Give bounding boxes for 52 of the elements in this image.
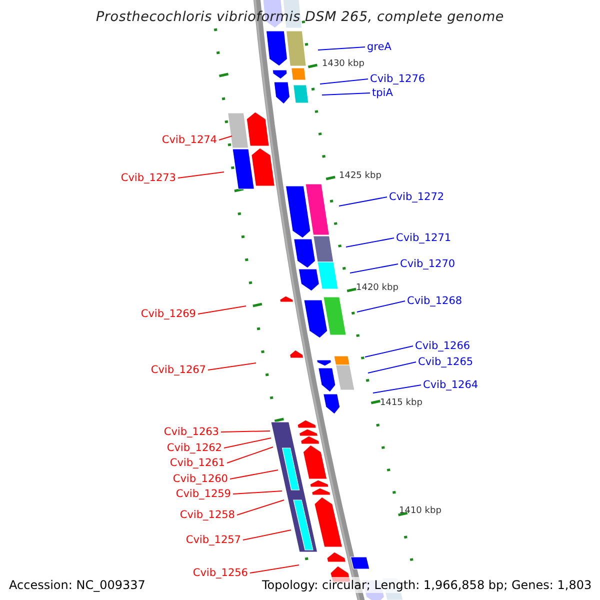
gene-label: Cvib_1258 (180, 508, 235, 522)
leader-line (320, 78, 368, 84)
gene-label: Cvib_1271 (396, 231, 452, 245)
gene-label: Cvib_1259 (176, 487, 231, 501)
scale-label: 1415 kbp (380, 397, 422, 409)
leader-line (208, 362, 256, 370)
leader-line (346, 238, 394, 248)
gene-label: Cvib_1263 (164, 425, 219, 439)
scale-label: 1425 kbp (339, 170, 382, 182)
leader-line (224, 438, 272, 448)
gene-label: Cvib_1272 (389, 190, 444, 204)
leader-line (218, 136, 232, 140)
leader-line (250, 564, 300, 574)
leader-line (338, 196, 388, 206)
leader-line (350, 264, 398, 274)
leader-line (242, 530, 292, 540)
leader-line (232, 490, 282, 494)
leader-line (230, 470, 278, 480)
scale-label: 1420 kbp (356, 282, 398, 294)
gene-label: Cvib_1274 (162, 133, 217, 147)
gene-label: Cvib_1262 (166, 441, 222, 455)
leader-line (220, 430, 270, 432)
gene-label: Cvib_1268 (407, 294, 462, 308)
gene-label: Cvib_1266 (415, 339, 470, 353)
scale-label: 1430 kbp (322, 58, 364, 70)
leader-line (372, 384, 422, 394)
leader-line (364, 346, 414, 358)
gene-label: tpiA (372, 86, 393, 100)
leader-line (356, 300, 406, 312)
footer-text: Accession: NC_009337 (9, 577, 146, 593)
leader-line (178, 172, 224, 178)
gene-label: Cvib_1269 (140, 307, 196, 321)
gene-label: Cvib_1265 (418, 355, 474, 369)
gene-label: greA (367, 40, 392, 54)
footer-text: Topology: circular; Length: 1,966,858 bp; Genes: 1,803 (262, 577, 592, 593)
gene-label: Cvib_1256 (192, 566, 248, 580)
leader-line (322, 92, 370, 96)
leader-line (198, 306, 246, 314)
leader-line (226, 446, 274, 464)
genome-title: Prosthecochloris vibrioformis DSM 265, complete genome (94, 9, 506, 25)
scale-label: 1410 kbp (399, 505, 442, 517)
gene-label: Cvib_1260 (172, 472, 228, 486)
leader-line (318, 46, 366, 50)
gene-label: Cvib_1267 (150, 363, 206, 377)
gene-label: Cvib_1257 (186, 533, 241, 547)
leader-line (236, 500, 284, 516)
gene-label: Cvib_1276 (370, 72, 426, 86)
gene-label: Cvib_1273 (120, 171, 176, 185)
gene-label: Cvib_1270 (400, 257, 456, 271)
leader-line (368, 362, 416, 374)
gene-label: Cvib_1261 (170, 456, 225, 470)
gene-label: Cvib_1264 (423, 378, 478, 392)
